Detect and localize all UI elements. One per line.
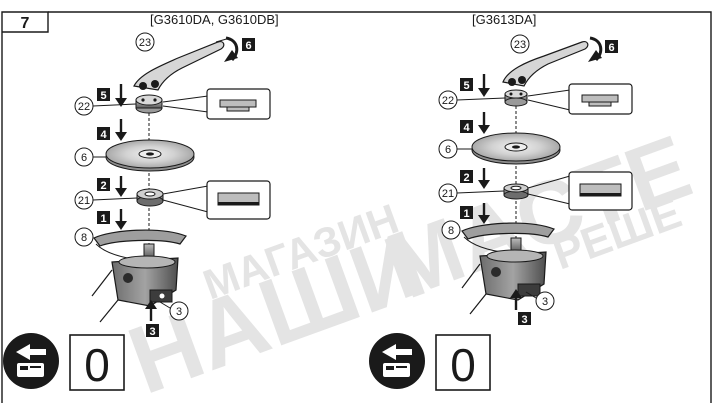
flange-nut: [135, 94, 163, 114]
callout-23: 23: [135, 32, 155, 52]
zero-symbol-box: 0: [69, 334, 125, 391]
zero-symbol-box: 0: [435, 334, 491, 391]
step-4: 4: [460, 112, 490, 134]
svg-text:8: 8: [81, 232, 87, 244]
svg-text:1: 1: [463, 208, 469, 220]
wheel-washer: [503, 183, 529, 200]
grinder-body: [91, 243, 179, 323]
callout-21: 21: [74, 190, 138, 210]
svg-text:6: 6: [245, 40, 251, 52]
svg-text:3: 3: [176, 306, 182, 318]
svg-text:5: 5: [100, 90, 106, 102]
svg-text:21: 21: [442, 188, 454, 200]
callout-22: 22: [74, 96, 137, 116]
step-5: 5: [460, 74, 490, 97]
svg-text:22: 22: [442, 95, 454, 107]
callout-22: 22: [438, 90, 506, 110]
step-3: 3: [145, 300, 159, 338]
step-2: 2: [460, 168, 490, 189]
svg-text:23: 23: [139, 37, 151, 49]
svg-text:21: 21: [78, 195, 90, 207]
svg-text:4: 4: [100, 129, 107, 141]
callout-3: 3: [159, 301, 189, 321]
wheel-guard: [93, 229, 187, 261]
callout-23: 23: [510, 34, 530, 54]
model-label: [G3613DA]: [472, 12, 536, 27]
callout-3: 3: [525, 291, 555, 311]
svg-text:4: 4: [463, 122, 470, 134]
svg-text:0: 0: [450, 339, 476, 391]
svg-text:8: 8: [448, 225, 454, 237]
flange-nut-detail: [527, 83, 633, 115]
figure-number: 7: [21, 15, 30, 32]
washer-detail: [162, 180, 271, 220]
svg-text:6: 6: [608, 42, 614, 54]
svg-text:5: 5: [463, 80, 469, 92]
callout-8: 8: [441, 220, 461, 240]
svg-text:2: 2: [100, 180, 106, 192]
spanner: [502, 41, 589, 87]
callout-6: 6: [74, 147, 106, 167]
callout-8: 8: [74, 227, 94, 247]
svg-text:23: 23: [514, 39, 526, 51]
rotation-arrow-icon: [588, 36, 603, 62]
panel-left: [G3610DA, G3610DB]: [3, 12, 279, 391]
svg-text:3: 3: [521, 314, 527, 326]
battery-remove-icon: [369, 333, 425, 389]
step-3: 3: [510, 289, 531, 326]
callout-6: 6: [438, 139, 472, 159]
svg-text:22: 22: [78, 101, 90, 113]
svg-text:1: 1: [100, 213, 106, 225]
wheel-washer: [136, 188, 164, 207]
svg-text:3: 3: [542, 296, 548, 308]
flange-nut-detail: [162, 88, 271, 120]
step-6: 6: [605, 40, 618, 54]
callout-21: 21: [438, 183, 505, 203]
svg-text:3: 3: [149, 326, 155, 338]
svg-text:2: 2: [463, 172, 469, 184]
step-1: 1: [460, 203, 490, 224]
figure-frame: [1, 11, 712, 403]
panel-right: [G3613DA]: [369, 12, 633, 391]
step-2: 2: [97, 176, 127, 197]
step-6: 6: [242, 38, 255, 52]
grinding-wheel: [471, 132, 561, 165]
svg-text:6: 6: [81, 152, 87, 164]
flange-nut: [504, 89, 528, 107]
svg-text:6: 6: [445, 144, 451, 156]
grinding-wheel: [105, 139, 195, 172]
rotation-arrow-icon: [224, 36, 239, 62]
step-5: 5: [97, 84, 127, 107]
battery-remove-icon: [3, 333, 59, 389]
svg-text:0: 0: [84, 339, 110, 391]
step-1: 1: [97, 209, 127, 230]
grinder-body: [461, 237, 547, 315]
model-label: [G3610DA, G3610DB]: [150, 12, 279, 27]
washer-detail: [527, 171, 633, 211]
step-4: 4: [97, 119, 127, 141]
